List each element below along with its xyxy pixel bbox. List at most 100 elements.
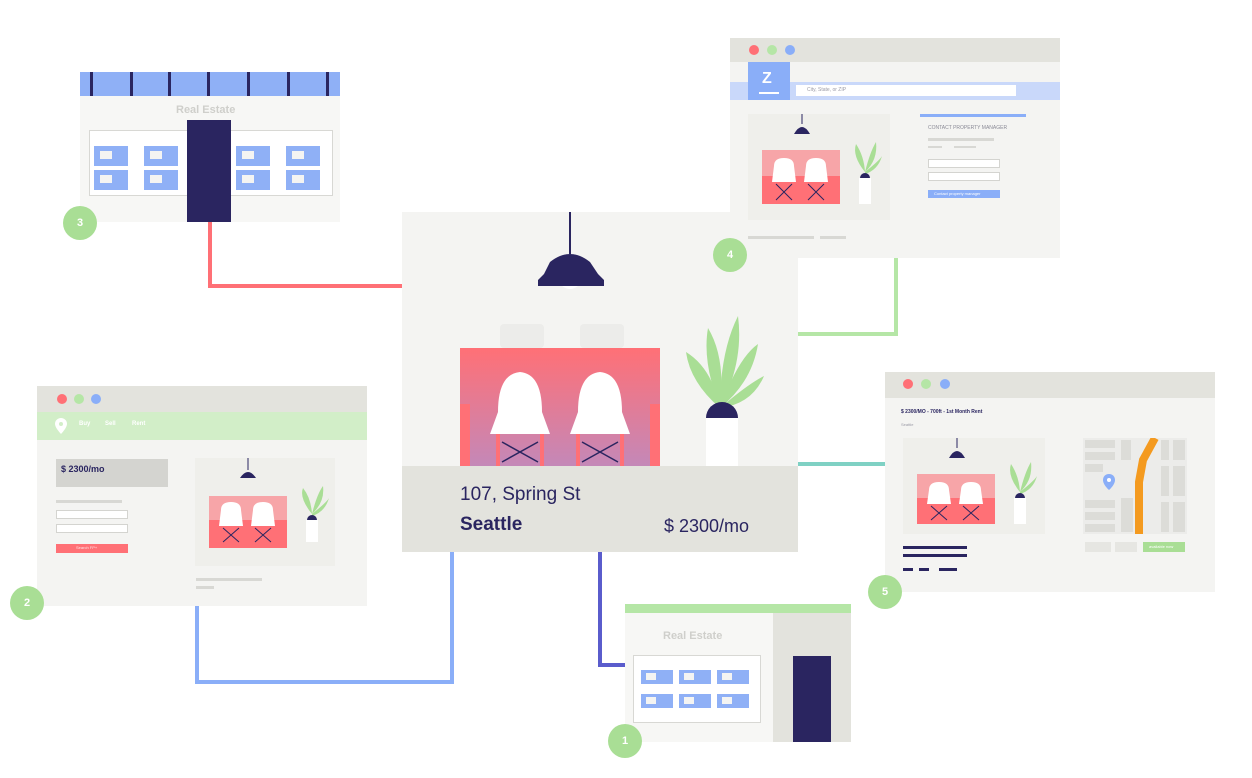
- screen-2-room-image: [195, 458, 335, 566]
- minimize-dot[interactable]: [767, 45, 777, 55]
- listing-thumb: [717, 670, 749, 684]
- maximize-dot[interactable]: [785, 45, 795, 55]
- screen-2-search-button[interactable]: Search FP+: [56, 544, 128, 553]
- listing-thumb: [236, 170, 270, 190]
- minimize-dot[interactable]: [74, 394, 84, 404]
- connector-blue: [450, 552, 454, 684]
- screen-5-subtitle: Seattle: [901, 422, 914, 427]
- dining-room-illustration: [460, 212, 764, 466]
- screen-1-grid: [633, 655, 761, 723]
- connector-red: [208, 222, 212, 288]
- connector-green: [798, 332, 898, 336]
- badge-4: 4: [713, 238, 747, 272]
- window-titlebar: [885, 372, 1215, 398]
- listing-thumb: [286, 170, 320, 190]
- screen-5-available-button[interactable]: available now: [1143, 542, 1185, 552]
- logo-z-icon: Z: [762, 70, 772, 87]
- listing-thumb: [94, 170, 128, 190]
- listing-thumb: [679, 694, 711, 708]
- pendant-lamp-icon: [538, 254, 604, 286]
- minimize-dot[interactable]: [921, 379, 931, 389]
- text-line: [748, 236, 814, 239]
- screen-3-panel: Real Estate: [80, 72, 340, 222]
- screen-3-dark-block: [187, 120, 231, 222]
- center-listing-card[interactable]: 107, Spring St Seattle $ 2300/mo: [402, 212, 798, 552]
- nav-buy[interactable]: Buy: [79, 421, 91, 427]
- connector-indigo: [598, 663, 626, 667]
- window-titlebar: [730, 38, 1060, 62]
- badge-3: 3: [63, 206, 97, 240]
- badge-1: 1: [608, 724, 642, 758]
- nav-rent[interactable]: Rent: [132, 421, 146, 427]
- close-dot[interactable]: [903, 379, 913, 389]
- tick: [168, 72, 171, 96]
- screen-4-room-image: [748, 114, 890, 220]
- close-dot[interactable]: [57, 394, 67, 404]
- logo-tile[interactable]: Z: [748, 62, 790, 100]
- screen-2-navbar: Buy Sell Rent: [37, 412, 367, 440]
- text-line: [928, 138, 994, 141]
- listing-thumb: [679, 670, 711, 684]
- badge-5: 5: [868, 575, 902, 609]
- logo-underline: [759, 92, 779, 94]
- screen-2-price-box: $ 2300/mo: [56, 459, 168, 487]
- tick: [247, 72, 250, 96]
- listing-price: $ 2300/mo: [664, 516, 750, 536]
- contact-input[interactable]: [928, 159, 1000, 168]
- listing-thumb: [236, 146, 270, 166]
- screen-3-heading: Real Estate: [176, 104, 236, 116]
- text-line: [196, 586, 214, 589]
- listing-thumb: [144, 146, 178, 166]
- connector-red: [208, 284, 404, 288]
- plant-pot: [706, 418, 738, 466]
- contact-manager-button[interactable]: Contact property manager: [928, 190, 1000, 198]
- listing-city: Seattle: [460, 514, 523, 535]
- screen-1-panel: Real Estate: [625, 604, 851, 742]
- contact-input[interactable]: [928, 172, 1000, 181]
- screen-4-window: Z City, State, or ZIP CONTACT PROPERTY M…: [730, 38, 1060, 258]
- text-line: [820, 236, 846, 239]
- screen-1-heading: Real Estate: [663, 630, 723, 642]
- map-illustration: [1085, 436, 1185, 534]
- text-line: [903, 568, 913, 571]
- text-line: [939, 568, 957, 571]
- nav-sell[interactable]: Sell: [105, 421, 116, 427]
- connector-indigo: [598, 552, 602, 667]
- text-line: [56, 500, 122, 503]
- listing-thumb: [286, 146, 320, 166]
- listing-address: 107, Spring St: [460, 484, 581, 505]
- connector-green: [894, 258, 898, 336]
- contact-form-accent: [920, 114, 1026, 117]
- map-route: [1135, 436, 1159, 534]
- window-titlebar: [37, 386, 367, 412]
- listing-thumb: [641, 670, 673, 684]
- screen-2-price: $ 2300/mo: [61, 464, 105, 474]
- map-footer-chip: [1115, 542, 1137, 552]
- text-line: [954, 146, 976, 148]
- screen-1-dark-block: [793, 656, 831, 742]
- screen-4-search-input[interactable]: City, State, or ZIP: [796, 85, 1016, 96]
- chair: [490, 372, 550, 434]
- connector-blue: [195, 680, 454, 684]
- plant-icon: [686, 316, 764, 408]
- screen-3-header-bar: [80, 72, 340, 96]
- listing-thumb: [641, 694, 673, 708]
- center-info-footer: 107, Spring St Seattle $ 2300/mo: [402, 466, 798, 552]
- screen-5-map[interactable]: [1083, 436, 1187, 534]
- tick: [287, 72, 290, 96]
- dining-room-illustration: [762, 114, 882, 204]
- tick: [90, 72, 93, 96]
- maximize-dot[interactable]: [940, 379, 950, 389]
- screen-1-header-bar: [625, 604, 851, 613]
- text-line: [903, 546, 967, 549]
- listing-thumb: [144, 170, 178, 190]
- tick: [207, 72, 210, 96]
- contact-title: CONTACT PROPERTY MANAGER: [928, 125, 1008, 131]
- maximize-dot[interactable]: [91, 394, 101, 404]
- badge-2: 2: [10, 586, 44, 620]
- screen-2-input[interactable]: [56, 524, 128, 533]
- dining-room-illustration: [917, 438, 1037, 524]
- close-dot[interactable]: [749, 45, 759, 55]
- screen-5-title: $ 2300/MO - 700ft - 1st Month Rent: [901, 409, 983, 415]
- screen-2-input[interactable]: [56, 510, 128, 519]
